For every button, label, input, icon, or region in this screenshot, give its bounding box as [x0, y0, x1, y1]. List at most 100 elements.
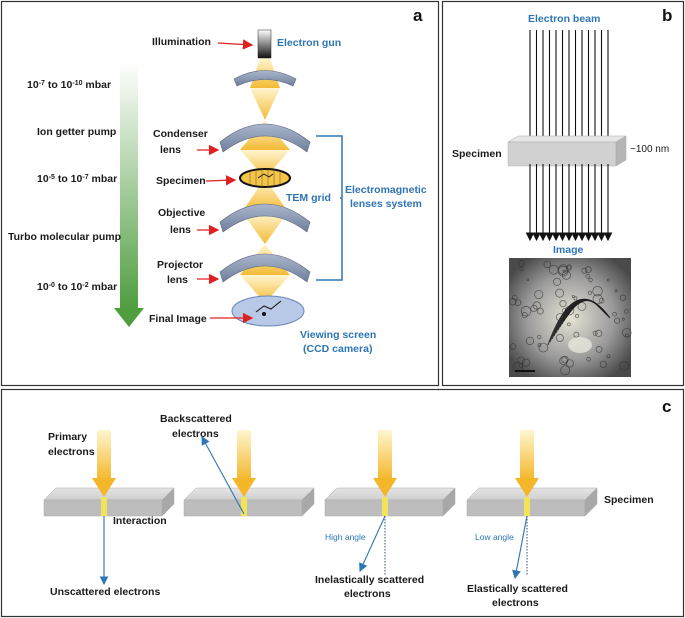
- electron-beam-lines-front: [525, 164, 613, 242]
- slab-side: [301, 487, 315, 517]
- micro-texture: [577, 302, 587, 311]
- interaction-diagram-1: [43, 430, 175, 517]
- beam-arrowhead: [515, 478, 539, 497]
- interaction-zone: [101, 497, 107, 516]
- vacuole: [568, 337, 592, 353]
- tem-micrograph: [509, 258, 632, 377]
- em-bracket: [316, 135, 343, 281]
- slab-top: [466, 487, 598, 501]
- micro-texture: [543, 260, 552, 269]
- vacuum-level-1: 10-7 to 10-10 mbar: [27, 79, 111, 91]
- micro-texture: [559, 300, 567, 308]
- micro-texture: [574, 314, 580, 319]
- inelastic-label-2: electrons: [344, 588, 391, 600]
- micro-texture: [521, 358, 530, 367]
- micro-texture: [559, 356, 568, 365]
- micro-texture: [567, 322, 571, 327]
- micro-texture: [581, 267, 588, 274]
- micro-texture: [573, 331, 580, 338]
- micro-texture: [624, 333, 629, 338]
- micro-texture: [553, 277, 562, 286]
- micro-texture: [521, 312, 528, 319]
- micro-texture: [619, 360, 630, 371]
- slab-top: [324, 487, 456, 501]
- viewing-screen-label-1: Viewing screen: [300, 329, 376, 341]
- micro-texture: [525, 336, 535, 346]
- illumination-label: Illumination: [152, 36, 211, 48]
- specimen-label-c: Specimen: [604, 494, 654, 506]
- interaction-zone: [524, 497, 530, 516]
- micro-texture: [561, 270, 571, 280]
- objective-label-2: lens: [170, 224, 191, 236]
- electron-gun-icon: [257, 29, 272, 59]
- micro-texture: [532, 301, 542, 310]
- objective-lens-icon: [219, 203, 311, 233]
- image-label: Image: [553, 244, 584, 256]
- backscattered-label-1: Backscattered: [160, 413, 232, 425]
- micro-texture: [555, 288, 565, 298]
- primary-beam: [378, 430, 392, 480]
- interaction-zone: [241, 497, 247, 516]
- micro-texture: [592, 294, 603, 305]
- micro-texture: [514, 299, 522, 306]
- turbo-pump-label: Turbo molecular pump: [8, 231, 121, 243]
- micro-texture: [509, 343, 517, 350]
- panel-a-frame: [0, 0, 440, 387]
- micro-texture: [536, 307, 544, 315]
- micro-texture: [606, 354, 611, 359]
- backscattered-label-2: electrons: [172, 428, 219, 440]
- condenser-label-2: lens: [160, 144, 181, 156]
- micro-texture: [587, 290, 592, 295]
- micro-texture: [585, 274, 590, 279]
- slab-side: [584, 487, 598, 517]
- panel-b-letter: b: [662, 6, 672, 25]
- micro-texture: [612, 311, 617, 317]
- specimen-slab-b: [507, 135, 627, 167]
- specimen-label-b: Specimen: [452, 148, 502, 160]
- micro-texture: [537, 343, 542, 347]
- primary-electrons-label-1: Primary: [48, 431, 87, 443]
- slab-top: [43, 487, 175, 501]
- micro-texture: [512, 294, 518, 301]
- micro-texture: [573, 296, 578, 301]
- micro-texture: [557, 264, 569, 275]
- beam-arrowhead: [373, 478, 397, 497]
- micro-texture: [621, 317, 625, 321]
- panel-c-letter: c: [662, 397, 671, 416]
- final-image-label: Final Image: [149, 313, 207, 325]
- interaction-zone: [382, 497, 388, 516]
- micro-texture: [526, 278, 530, 281]
- lens-1-icon: [233, 70, 297, 87]
- micro-texture: [588, 277, 593, 283]
- primary-beam: [520, 430, 534, 480]
- micro-texture: [519, 266, 524, 271]
- objective-label-1: Objective: [158, 207, 205, 219]
- micro-texture: [595, 346, 603, 353]
- backscattered-arrow: [201, 436, 245, 515]
- arrow-specimen: [205, 175, 237, 186]
- viewing-screen-icon: [231, 295, 305, 327]
- elastic-label-2: electrons: [492, 597, 539, 609]
- tem-grid-icon: [239, 168, 291, 188]
- primary-electrons-label-2: electrons: [48, 446, 95, 458]
- micro-texture: [555, 334, 564, 342]
- vacuum-gradient-arrow: [114, 62, 144, 327]
- micro-texture: [595, 329, 603, 337]
- unscattered-label: Unscattered electrons: [50, 586, 160, 598]
- high-angle-label: High angle: [325, 532, 366, 542]
- beam-arrowhead: [232, 478, 256, 497]
- micro-texture: [599, 360, 607, 368]
- projector-label-1: Projector: [157, 259, 203, 271]
- elastic-arrow: [512, 515, 528, 580]
- electron-beam-label: Electron beam: [528, 13, 600, 25]
- ion-getter-pump-label: Ion getter pump: [37, 126, 116, 138]
- vacuum-level-3: 10-0 to 10-2 mbar: [37, 281, 117, 293]
- micro-texture: [614, 317, 621, 324]
- inelastic-arrow: [359, 515, 386, 573]
- micro-texture: [584, 266, 592, 273]
- micro-texture: [530, 304, 538, 312]
- electron-beam-lines: [529, 30, 609, 140]
- micro-texture: [561, 355, 569, 364]
- micro-texture: [534, 289, 544, 299]
- micro-texture: [537, 334, 542, 339]
